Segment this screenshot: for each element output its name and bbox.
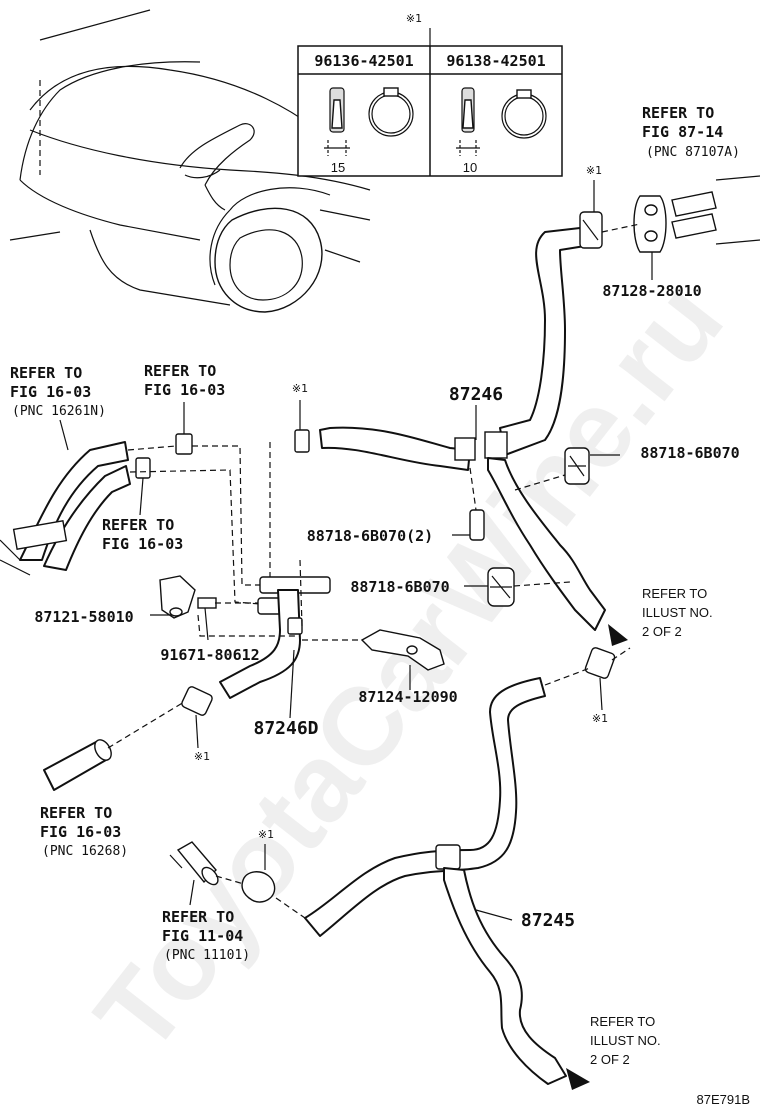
figure-code: 87E791B (697, 1092, 751, 1107)
label-88718-c: 88718-6B070 (350, 578, 449, 596)
ref-16-03c-l2: FIG 16-03 (102, 535, 183, 553)
clamp-part-2: 96138-42501 (446, 52, 545, 70)
labels: ※1 ※1 ※1 ※1 ※1 87246 87246D 87245 87128-… (10, 104, 750, 1107)
ast-2: ※1 (292, 382, 308, 395)
hose-16261n (0, 441, 131, 576)
clip-87246 (294, 429, 310, 453)
ref-16-03a-l3: (PNC 16261N) (12, 404, 106, 419)
ref-16-03d-l2: FIG 16-03 (40, 823, 121, 841)
ref-11-04-l1: REFER TO (162, 908, 234, 926)
label-87121: 87121-58010 (34, 608, 133, 626)
ref-11-04-l2: FIG 11-04 (162, 927, 243, 945)
gasket-87128 (601, 175, 760, 280)
bolt-91671 (197, 597, 217, 641)
clamp-dim-1: 15 (331, 160, 345, 175)
ref-87-14-l1: REFER TO (642, 104, 714, 122)
ast-3: ※1 (592, 712, 608, 725)
ref-11-04-l3: (PNC 11101) (164, 948, 250, 963)
ref-87-14-l2: FIG 87-14 (642, 123, 723, 141)
clamp-88718-mid (452, 467, 485, 541)
label-87124: 87124-12090 (358, 688, 457, 706)
ref-16-03b-l1: REFER TO (144, 362, 216, 380)
clamp-11101 (241, 871, 276, 903)
hose-16268 (43, 739, 112, 791)
clip-left-b (135, 457, 151, 479)
ref-16-03d-l1: REFER TO (40, 804, 112, 822)
ref-illust-b-l3: 2 OF 2 (590, 1052, 630, 1067)
hose-87246 (319, 211, 606, 631)
ref-16-03d-l3: (PNC 16268) (42, 844, 128, 859)
bracket-87121 (150, 575, 196, 619)
clamp-88718-low (464, 567, 571, 607)
label-87128: 87128-28010 (602, 282, 701, 300)
label-87246d: 87246D (253, 718, 318, 739)
clamp-dim-2: 10 (463, 160, 477, 175)
ref-illust-b-l1: REFER TO (590, 1014, 655, 1029)
ast-4: ※1 (194, 750, 210, 763)
clamp-part-1: 96136-42501 (314, 52, 413, 70)
table-note: ※1 (406, 12, 422, 25)
hose-87246d (219, 576, 331, 699)
ref-87-14-l3: (PNC 87107A) (646, 145, 740, 160)
ast-1: ※1 (586, 164, 602, 177)
ref-16-03a-l2: FIG 16-03 (10, 383, 91, 401)
ref-illust-a-l2: ILLUST NO. (642, 605, 713, 620)
label-88718-a: 88718-6B070 (640, 444, 739, 462)
ast-5: ※1 (258, 828, 274, 841)
label-87245: 87245 (521, 910, 575, 931)
bracket-87124 (360, 629, 445, 690)
label-91671: 91671-80612 (160, 646, 259, 664)
ref-16-03c-l1: REFER TO (102, 516, 174, 534)
arrow-illust-a (608, 624, 628, 646)
label-87246: 87246 (449, 384, 503, 405)
fitting-11101 (169, 841, 219, 886)
label-88718-b: 88718-6B070(2) (307, 527, 433, 545)
clamp-87246d (181, 686, 213, 716)
hose-87245 (304, 677, 567, 1085)
clamp-table: ※1 96136-42501 96138-42501 15 10 (297, 12, 563, 177)
ref-illust-a-l3: 2 OF 2 (642, 624, 682, 639)
vehicle-illustration (9, 9, 371, 313)
clip-left-a (175, 433, 193, 455)
clamp-88718-top (514, 447, 620, 491)
ref-16-03b-l2: FIG 16-03 (144, 381, 225, 399)
ref-16-03a-l1: REFER TO (10, 364, 82, 382)
arrow-illust-b (566, 1068, 590, 1090)
clamp-87245-top (584, 647, 616, 679)
ref-illust-a-l1: REFER TO (642, 586, 707, 601)
ref-illust-b-l2: ILLUST NO. (590, 1033, 661, 1048)
